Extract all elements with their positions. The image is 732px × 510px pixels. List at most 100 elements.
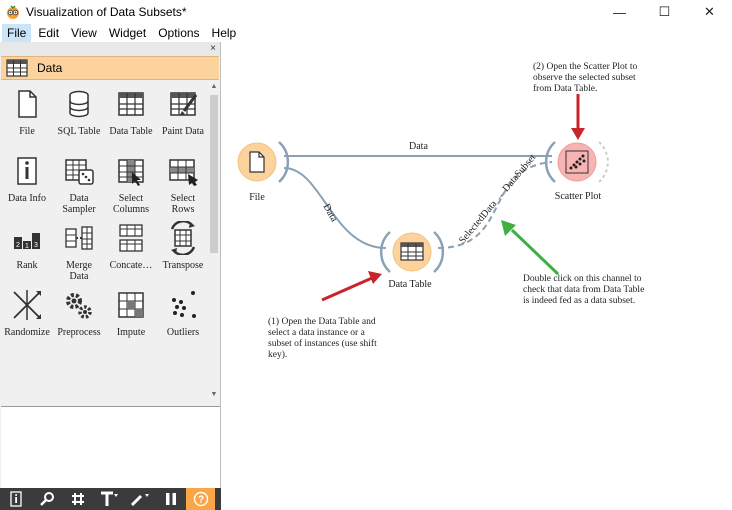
widget-tile-label: Select Rows (170, 193, 196, 215)
widget-tile-data-table[interactable]: Data Table (105, 81, 157, 148)
node-label-file: File (249, 192, 265, 203)
svg-text:1: 1 (25, 243, 29, 250)
pen-icon (130, 494, 149, 507)
annotation-channel[interactable]: Double click on this channel to check th… (523, 274, 645, 306)
menu-widget[interactable]: Widget (108, 26, 147, 40)
annotation-scatter[interactable]: (2) Open the Scatter Plot to observe the… (533, 62, 638, 94)
widget-tile-label: File (19, 126, 35, 137)
workflow-canvas[interactable]: File Data Table Scatter Plot Data Data S… (222, 42, 732, 510)
arrow-annotation-button[interactable] (124, 488, 155, 510)
info-icon (17, 157, 37, 185)
widget-tile-preprocess[interactable]: Preprocess (53, 282, 105, 349)
menu-edit[interactable]: Edit (38, 26, 60, 40)
widget-tile-paint-data[interactable]: Paint Data (157, 81, 208, 148)
widget-tile-label: Transpose (162, 260, 204, 271)
widget-tile-label: Data Info (7, 193, 47, 204)
widget-tile-concate[interactable]: Concate… (105, 215, 157, 282)
widget-tile-impute[interactable]: Impute (105, 282, 157, 349)
node-label-scatter-plot: Scatter Plot (554, 191, 602, 202)
widget-tile-data-info[interactable]: Data Info (1, 148, 53, 215)
select-columns-icon (118, 159, 144, 186)
text-annotation-button[interactable] (93, 488, 124, 510)
pause-icon (165, 493, 176, 505)
widget-tile-label: Concate… (109, 260, 153, 271)
scatter-icon (565, 150, 589, 174)
widget-tile-sql-table[interactable]: SQL Table (53, 81, 105, 148)
magnifier-icon (39, 492, 54, 506)
menu-options[interactable]: Options (158, 26, 200, 40)
widget-tile-randomize[interactable]: Randomize (1, 282, 53, 349)
widget-tile-merge-data[interactable]: Merge Data (53, 215, 105, 282)
widget-tile-file[interactable]: File (1, 81, 53, 148)
grid-button[interactable] (62, 488, 93, 510)
widget-tile-label: Data Table (109, 126, 153, 137)
widget-tile-label: Select Columns (112, 193, 150, 215)
canvas-drawing (237, 94, 609, 302)
menu-file[interactable]: File (2, 24, 32, 42)
window-controls: — ☐ ✕ (597, 0, 732, 24)
menu-view[interactable]: View (71, 26, 97, 40)
annotation-data-table[interactable]: (1) Open the Data Table and select a dat… (268, 317, 377, 360)
category-header-data[interactable]: Data (1, 56, 219, 80)
file-icon (249, 151, 265, 173)
close-button[interactable]: ✕ (704, 4, 715, 19)
select-rows-icon (169, 159, 198, 186)
link-table-to-scatter[interactable] (437, 161, 553, 249)
widget-tile-select-rows[interactable]: Select Rows (157, 148, 208, 215)
widget-tile-label: Randomize (4, 327, 50, 338)
paint-icon (170, 92, 198, 116)
widget-tile-label: Outliers (166, 327, 200, 338)
randomize-icon (13, 290, 41, 320)
help-icon: ? (193, 491, 208, 507)
widget-tile-select-columns[interactable]: Select Columns (105, 148, 157, 215)
dock-close-button[interactable]: × (210, 43, 216, 54)
widget-tile-label: Paint Data (162, 126, 204, 137)
window-title: Visualization of Data Subsets* (26, 5, 187, 19)
title-bar: Visualization of Data Subsets* — ☐ ✕ (0, 0, 732, 24)
info-icon (9, 491, 22, 507)
svg-text:?: ? (197, 495, 203, 506)
table-icon (6, 59, 28, 77)
concatenate-icon (119, 224, 143, 252)
node-scatter-plot[interactable] (544, 141, 609, 183)
dice-icon (65, 159, 94, 185)
widget-tile-label: Data Sampler (62, 193, 96, 215)
zoom-button[interactable] (31, 488, 62, 510)
palette-scrollbar[interactable]: ▲ ▼ (208, 81, 220, 401)
scroll-up-arrow[interactable]: ▲ (210, 83, 218, 90)
widget-tile-label: Preprocess (57, 327, 101, 338)
node-data-table[interactable] (379, 231, 445, 273)
widget-tile-label: Impute (116, 327, 146, 338)
red-arrow-table[interactable] (321, 271, 382, 302)
gears-icon (66, 293, 92, 319)
maximize-button[interactable]: ☐ (658, 4, 671, 19)
link-file-to-table[interactable] (283, 167, 387, 249)
hash-icon (71, 493, 84, 505)
dock-title-bar: × (0, 42, 220, 56)
widget-tile-data-sampler[interactable]: Data Sampler (53, 148, 105, 215)
dock-toolbar: ? (0, 488, 221, 510)
scroll-thumb[interactable] (210, 95, 218, 253)
widget-tile-transpose[interactable]: Transpose (157, 215, 208, 282)
help-button[interactable]: ? (186, 488, 215, 510)
info-button[interactable] (0, 488, 31, 510)
menu-help[interactable]: Help (211, 26, 237, 40)
green-arrow-channel[interactable] (501, 220, 560, 276)
text-t-icon (100, 491, 118, 506)
pause-button[interactable] (155, 488, 186, 510)
database-icon (69, 90, 89, 118)
menu-bar: File Edit View Widget Options Help (0, 24, 732, 42)
category-label: Data (37, 61, 63, 75)
widget-tile-label: Rank (16, 260, 38, 271)
scroll-down-arrow[interactable]: ▼ (210, 391, 218, 398)
minimize-button[interactable]: — (613, 4, 626, 20)
node-label-data-table: Data Table (388, 279, 432, 290)
link-label-file-scatter: Data (409, 141, 428, 152)
node-file[interactable] (237, 141, 290, 183)
widget-tile-outliers[interactable]: Outliers (157, 282, 208, 349)
red-arrow-scatter[interactable] (571, 94, 585, 140)
